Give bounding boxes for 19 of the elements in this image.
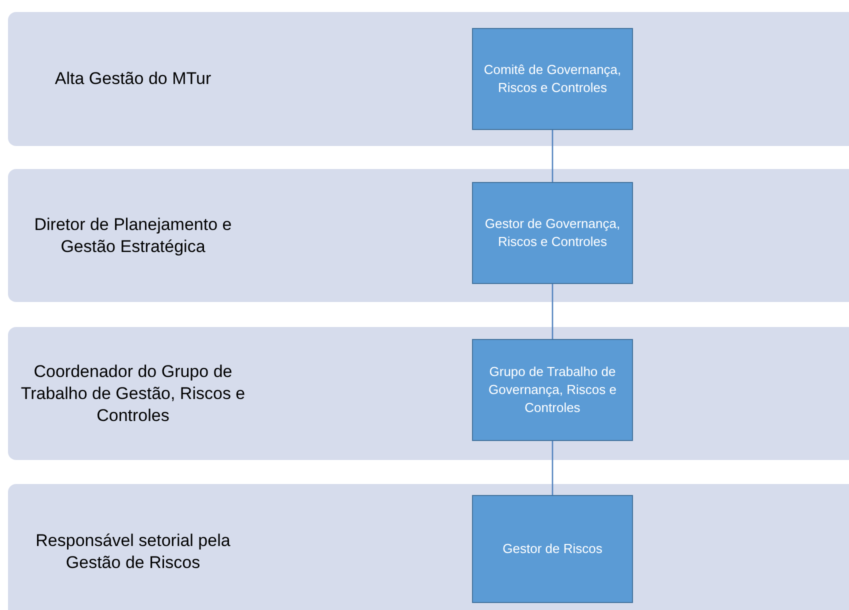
band-label: Coordenador do Grupo de Trabalho de Gestão, Riscos e Controles: [20, 360, 246, 426]
role-box: [472, 339, 633, 441]
connector-line: [552, 284, 554, 339]
role-box: [472, 28, 633, 130]
connector-line: [552, 441, 554, 495]
connector-line: [552, 130, 554, 182]
level-band: [8, 327, 849, 460]
role-box: [472, 495, 633, 603]
level-band: [8, 169, 849, 302]
band-label: Diretor de Planejamento e Gestão Estratégica: [33, 214, 233, 258]
role-box: [472, 182, 633, 284]
level-band: [8, 12, 849, 146]
band-label: Responsável setorial pela Gestão de Riscos: [34, 530, 232, 574]
role-text: Grupo de Trabalho de Governança, Riscos e Controles: [488, 363, 618, 417]
role-text: Gestor de Riscos: [502, 540, 602, 558]
level-band: [8, 484, 849, 610]
role-text: Comitê de Governança, Riscos e Controles: [482, 61, 622, 97]
role-text: Gestor de Governança, Riscos e Controles: [484, 215, 622, 251]
band-label: Alta Gestão do MTur: [54, 68, 212, 90]
